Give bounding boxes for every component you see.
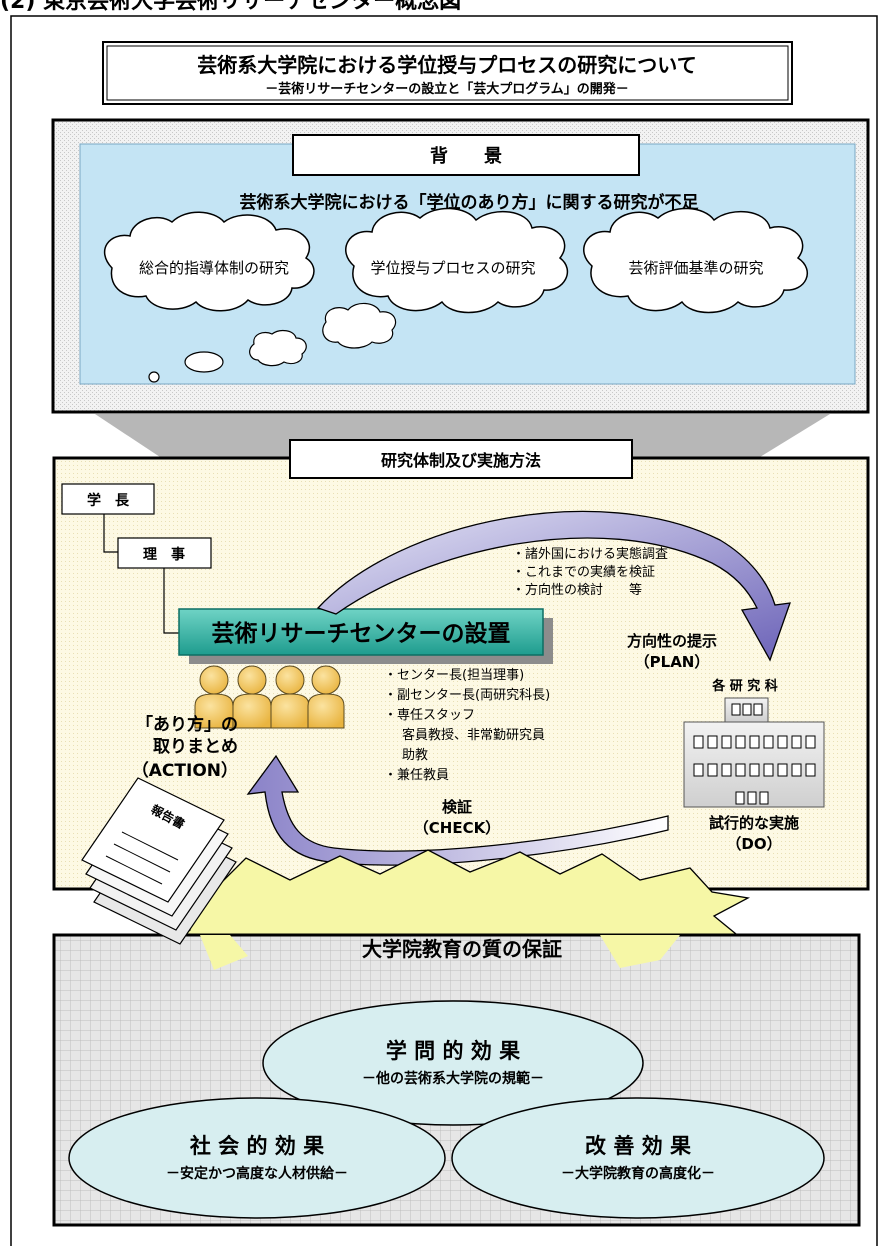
plan-en-label: （PLAN） bbox=[635, 653, 710, 671]
title-box bbox=[102, 41, 793, 105]
cloud-3-label: 芸術評価基準の研究 bbox=[628, 259, 763, 277]
page-subtitle: －芸術リサーチセンターの設立と「芸大プログラム」の開発－ bbox=[265, 81, 629, 97]
check-arrow bbox=[246, 754, 669, 866]
cloud-bubble-2 bbox=[249, 329, 307, 367]
page-title: 芸術系大学院における学位授与プロセスの研究について bbox=[197, 53, 696, 77]
staff-people-icons bbox=[194, 665, 345, 729]
staff-item-2: ・副センター長(両研究科長) bbox=[384, 688, 550, 703]
cloud-bubble-3 bbox=[184, 351, 224, 373]
effect-improvement-title: 改 善 効 果 bbox=[585, 1134, 691, 1158]
effect-improvement-sub: －大学院教育の高度化－ bbox=[561, 1165, 715, 1182]
do-en-label: （DO） bbox=[726, 835, 781, 853]
person-icon bbox=[194, 665, 234, 729]
effect-ellipse-academic bbox=[262, 1000, 644, 1126]
staff-item-3: ・専任スタッフ bbox=[384, 708, 475, 723]
effect-ellipse-social bbox=[68, 1097, 446, 1219]
building-icon bbox=[683, 697, 825, 808]
effect-academic-sub: －他の芸術系大学院の規範－ bbox=[362, 1070, 544, 1087]
quality-assurance-label: 大学院教育の質の保証 bbox=[362, 937, 562, 961]
president-box bbox=[61, 483, 155, 515]
research-center-box bbox=[178, 608, 544, 656]
research-heading: 研究体制及び実施方法 bbox=[381, 451, 541, 470]
person-icon bbox=[270, 665, 310, 729]
funnel-connector-1 bbox=[95, 414, 830, 457]
cloud-3 bbox=[583, 207, 809, 314]
effect-academic-title: 学 問 的 効 果 bbox=[386, 1039, 520, 1063]
cloud-1 bbox=[103, 211, 315, 312]
check-en-label: （CHECK） bbox=[414, 819, 500, 837]
plan-item-1: ・諸外国における実態調査 bbox=[512, 546, 668, 562]
action-line-3: （ACTION） bbox=[132, 760, 238, 781]
director-box bbox=[117, 537, 212, 569]
do-label: 試行的な実施 bbox=[709, 814, 799, 832]
person-icon bbox=[232, 665, 272, 729]
director-label: 理 事 bbox=[143, 546, 185, 563]
background-statement: 芸術系大学院における「学位のあり方」に関する研究が不足 bbox=[240, 192, 699, 213]
cloud-1-label: 総合的指導体制の研究 bbox=[139, 259, 289, 277]
action-line-1: 「あり方」の bbox=[136, 714, 238, 735]
check-label: 検証 bbox=[442, 798, 472, 816]
staff-item-1: ・センター長(担当理事) bbox=[384, 668, 524, 683]
research-center-label: 芸術リサーチセンターの設置 bbox=[212, 620, 511, 647]
report-documents-icon bbox=[81, 777, 237, 945]
cloud-bubble-1 bbox=[322, 302, 397, 349]
staff-item-6: ・兼任教員 bbox=[384, 767, 449, 783]
plan-item-2: ・これまでの実績を検証 bbox=[512, 564, 655, 580]
staff-item-5: 助教 bbox=[402, 747, 428, 763]
background-heading-box bbox=[292, 134, 640, 176]
staff-item-4: 客員教授、非常勤研究員 bbox=[402, 727, 545, 743]
plan-arrow bbox=[316, 510, 791, 662]
effect-social-title: 社 会 的 効 果 bbox=[189, 1134, 324, 1158]
background-heading: 背 景 bbox=[430, 145, 502, 167]
top-cut-caption: (2) 東京芸術大学芸術リサーチセンター概念図 bbox=[0, 0, 461, 14]
president-label: 学 長 bbox=[87, 492, 130, 509]
cloud-bubble-4 bbox=[148, 371, 160, 383]
plan-label: 方向性の提示 bbox=[627, 632, 717, 650]
cloud-2-label: 学位授与プロセスの研究 bbox=[370, 259, 535, 277]
research-heading-box bbox=[289, 439, 633, 479]
person-icon bbox=[307, 665, 345, 729]
departments-label: 各 研 究 科 bbox=[711, 678, 778, 694]
action-line-2: 取りまとめ bbox=[153, 737, 238, 757]
effect-social-sub: －安定かつ高度な人材供給－ bbox=[166, 1165, 348, 1182]
plan-item-3: ・方向性の検討 等 bbox=[512, 582, 642, 598]
effect-ellipse-improvement bbox=[451, 1097, 825, 1219]
cloud-2 bbox=[345, 207, 569, 314]
